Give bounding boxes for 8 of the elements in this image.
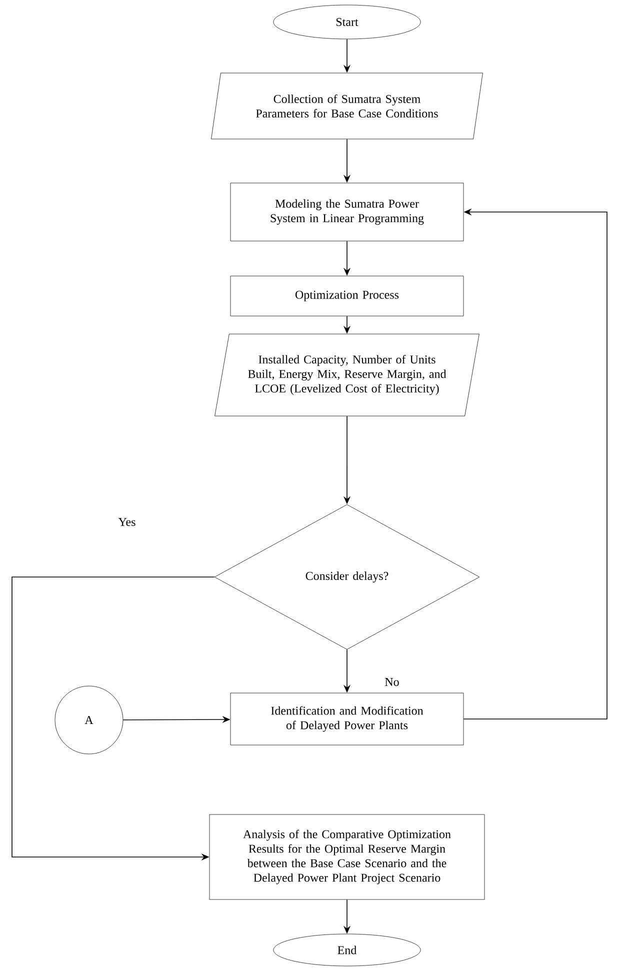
- process-box: Modeling the Sumatra Power System in Linear Programming: [230, 182, 464, 242]
- data-parallelogram: Collection of Sumatra System Parameters for Base Case Conditions: [211, 72, 483, 140]
- process-box: Analysis of the Comparative Optimization Results for the Optimal Reserve Margin between the Base Case Scenario and the Delayed Power Plant Project Scenario: [209, 814, 485, 900]
- process-box: Identification and Modification of Delayed Power Plants: [230, 692, 464, 746]
- edge-label: Yes: [117, 517, 137, 527]
- process-box: Optimization Process: [230, 276, 464, 316]
- edge-label: No: [384, 677, 400, 687]
- data-parallelogram: Installed Capacity, Number of Units Built, Energy Mix, Reserve Margin, and LCOE (Levelized Cost of Electricity): [214, 334, 480, 416]
